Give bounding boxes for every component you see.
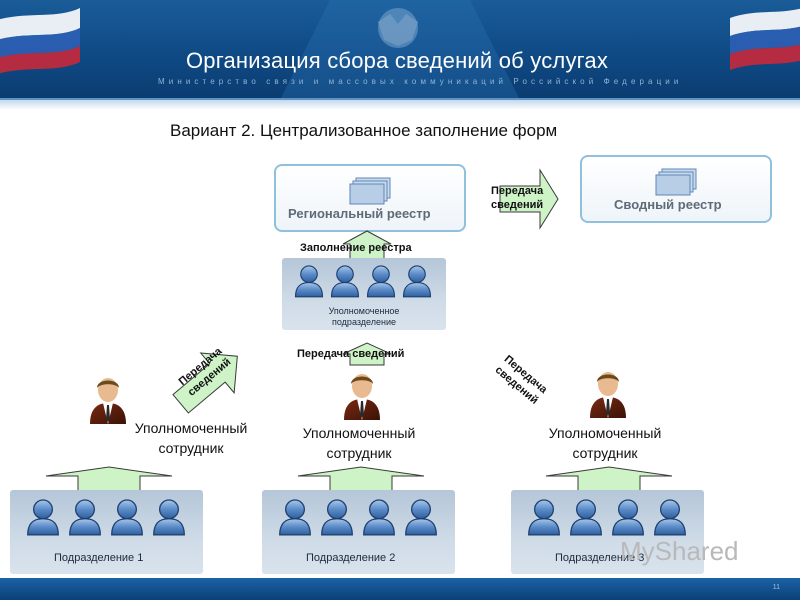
header-banner: Организация сбора сведений об услугах Ми…: [0, 0, 800, 100]
person-icon: [294, 264, 324, 298]
arrow-label-transfer-top: Передача сведений: [491, 185, 544, 211]
department-panel-3: Подразделение 3: [511, 490, 704, 574]
department-panel-1: Подразделение 1: [10, 490, 203, 574]
person-icon: [278, 498, 312, 536]
person-icon: [110, 498, 144, 536]
documents-icon: [348, 176, 392, 206]
arrow-up-icon: [45, 466, 173, 492]
header-divider: [0, 98, 800, 100]
summary-registry-label: Сводный реестр: [614, 197, 722, 212]
department-panel-2: Подразделение 2: [262, 490, 455, 574]
employee-label-1: Уполномоченный сотрудник: [134, 420, 248, 456]
arrow-up-icon: [342, 342, 392, 366]
manager-icon: [340, 368, 384, 420]
employee-label-3: Уполномоченный сотрудник: [548, 425, 662, 461]
summary-registry-box: Сводный реестр: [580, 155, 772, 223]
person-icon: [404, 498, 438, 536]
arrow-right-icon: [499, 168, 559, 230]
arrow-label-transfer-middle: Передача сведений: [297, 348, 405, 360]
watermark-text: MyShared: [620, 536, 739, 566]
person-icon: [320, 498, 354, 536]
arrow-diagonal-up-icon: [172, 352, 238, 414]
flag-right-icon: [730, 8, 800, 70]
manager-icon: [586, 366, 630, 418]
variant-title: Вариант 2. Централизованное заполнение ф…: [170, 121, 558, 140]
arrow-up-icon: [297, 466, 425, 492]
person-icon: [653, 498, 687, 536]
person-icon: [611, 498, 645, 536]
arrow-label-fill-registry: Заполнение реестра: [300, 242, 412, 254]
department-label-1: Подразделение 1: [54, 552, 144, 564]
person-icon: [527, 498, 561, 536]
arrow-label-transfer-right: Передача сведений: [492, 353, 550, 407]
header-gradient-band: [0, 100, 800, 110]
authorized-unit-label: Уполномоченное подразделение: [328, 306, 400, 327]
department-label-3: Подразделение 3: [555, 552, 645, 564]
authorized-unit-panel: Уполномоченное подразделение: [282, 258, 446, 330]
coat-of-arms-icon: [378, 8, 418, 48]
regional-registry-box: Региональный реестр: [274, 164, 466, 232]
flag-left-icon: [0, 8, 80, 74]
arrow-up-icon: [545, 466, 673, 492]
documents-icon: [654, 167, 698, 197]
footer-bar: [0, 578, 800, 600]
header-title: Организация сбора сведений об услугах: [186, 48, 609, 73]
header-subtitle: Министерство связи и массовых коммуникац…: [158, 77, 683, 86]
person-icon: [152, 498, 186, 536]
person-icon: [26, 498, 60, 536]
manager-icon: [86, 372, 130, 424]
person-icon: [366, 264, 396, 298]
arrow-up-icon: [342, 230, 392, 260]
department-label-2: Подразделение 2: [306, 552, 396, 564]
person-icon: [362, 498, 396, 536]
regional-registry-label: Региональный реестр: [288, 206, 431, 221]
page-number: 11: [772, 584, 780, 591]
person-icon: [569, 498, 603, 536]
employee-label-2: Уполномоченный сотрудник: [302, 425, 416, 461]
person-icon: [402, 264, 432, 298]
person-icon: [68, 498, 102, 536]
header-decoration: [0, 0, 800, 100]
person-icon: [330, 264, 360, 298]
